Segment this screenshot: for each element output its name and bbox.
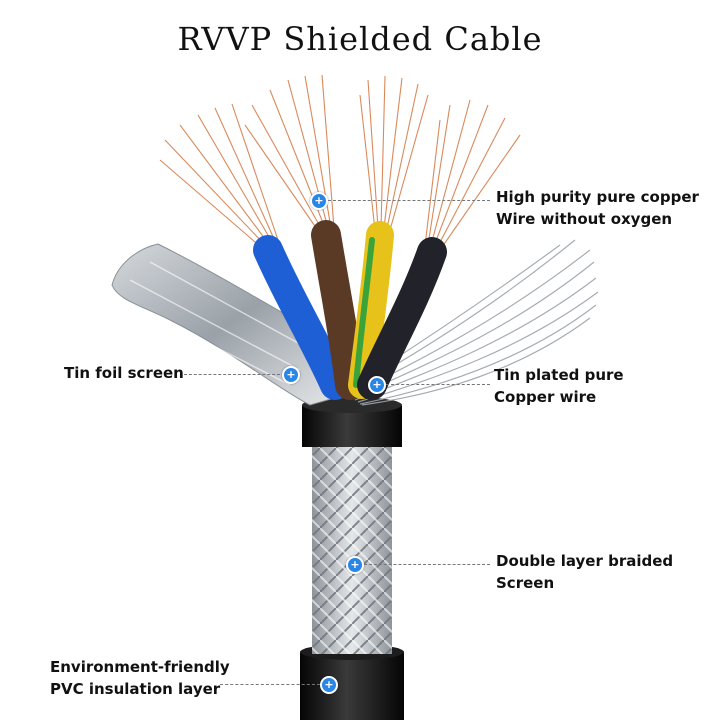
inner-jacket-ring	[302, 397, 402, 447]
blue-core	[253, 235, 350, 400]
label-braid-line1: Double layer braided	[496, 552, 674, 570]
leader-tin-plated	[386, 384, 490, 385]
braided-screen	[312, 440, 392, 654]
label-tin-foil: Tin foil screen	[64, 362, 184, 384]
label-tin-foil-line1: Tin foil screen	[64, 364, 184, 382]
label-pvc-line1: Environment-friendly	[50, 658, 230, 676]
wire-cores	[253, 220, 447, 400]
label-braid-line2: Screen	[496, 574, 555, 592]
label-pvc-line2: PVC insulation layer	[50, 680, 221, 698]
label-copper-line2: Wire without oxygen	[496, 210, 673, 228]
leader-braid	[364, 564, 490, 565]
tin-foil-screen	[111, 243, 346, 406]
label-braid: Double layer braided Screen	[496, 550, 673, 594]
label-tin-plated: Tin plated pure Copper wire	[494, 364, 624, 408]
leader-pvc	[220, 684, 320, 685]
brown-core	[311, 220, 365, 400]
leader-tin-foil	[184, 374, 280, 375]
label-copper: High purity pure copper Wire without oxy…	[496, 186, 699, 230]
marker-pvc: +	[320, 676, 338, 694]
pvc-jacket	[300, 644, 404, 720]
label-copper-line1: High purity pure copper	[496, 188, 699, 206]
label-tin-plated-line1: Tin plated pure	[494, 366, 624, 384]
marker-copper: +	[310, 192, 328, 210]
marker-tin-plated: +	[368, 376, 386, 394]
label-pvc: Environment-friendly PVC insulation laye…	[50, 656, 230, 700]
leader-copper	[328, 200, 490, 201]
marker-braid: +	[346, 556, 364, 574]
black-core	[357, 237, 447, 400]
marker-tin-foil: +	[282, 366, 300, 384]
label-tin-plated-line2: Copper wire	[494, 388, 597, 406]
image-title: RVVP Shielded Cable	[177, 20, 543, 58]
copper-strands	[159, 74, 521, 251]
